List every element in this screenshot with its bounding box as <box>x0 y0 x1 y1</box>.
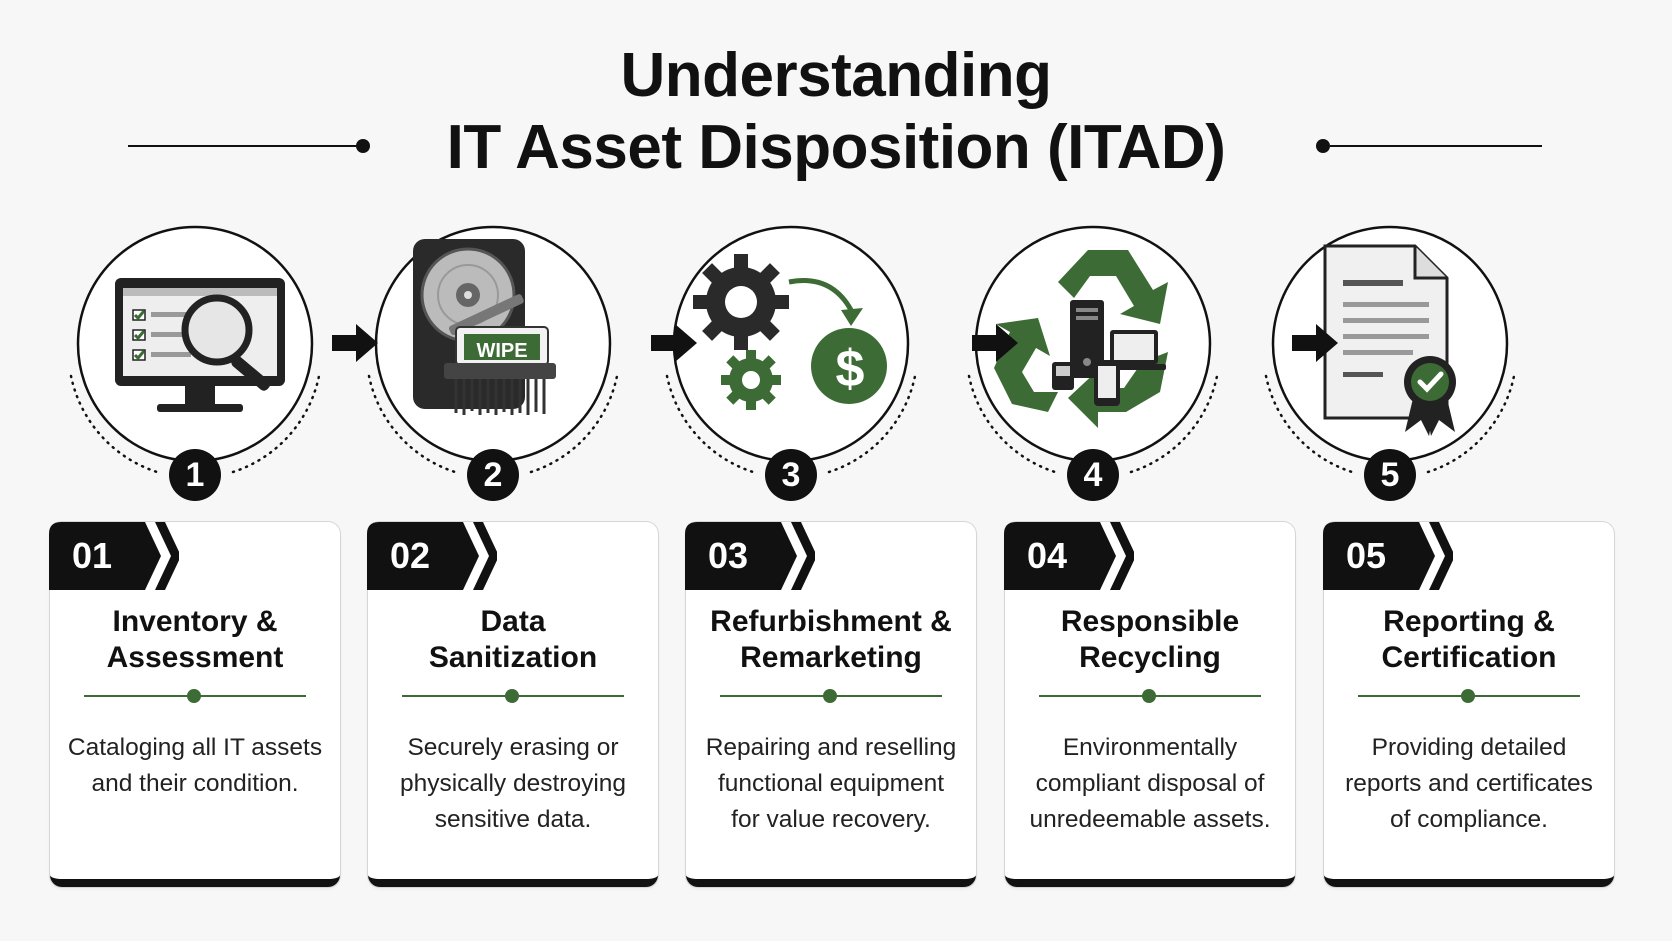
title-rule-right <box>1330 145 1542 147</box>
step-number-badge: 5 <box>1364 449 1416 501</box>
hard-drive-wipe-shredder-icon <box>413 239 556 415</box>
wipe-label: WIPE <box>476 340 528 362</box>
title-rule-right-dot <box>1316 139 1330 153</box>
step-code-tab <box>367 522 497 590</box>
step-code: 02 <box>390 535 431 576</box>
gears-dollar-icon <box>693 254 887 410</box>
title-rule-left <box>128 145 356 147</box>
title-rule-left-dot <box>356 139 370 153</box>
step-code-tab <box>1323 522 1453 590</box>
step-5: 5 <box>1260 222 1520 502</box>
card-divider-dot <box>823 689 837 703</box>
page-title-line-2: IT Asset Disposition (ITAD) <box>446 113 1226 182</box>
step-code-tab <box>685 522 815 590</box>
step-code-tab <box>49 522 179 590</box>
step-card-3: 03 Refurbishment & Remarketing Repairing… <box>685 522 976 887</box>
arrow-right-icon <box>1292 324 1338 362</box>
card-divider-dot <box>1142 689 1156 703</box>
step-title: Data Sanitization <box>428 605 598 674</box>
step-code: 01 <box>72 535 113 576</box>
certificate-document-icon <box>1323 244 1456 436</box>
step-number-badge: 1 <box>169 449 221 501</box>
step-code-tab <box>1004 522 1134 590</box>
step-description: Securely erasing or physically destroyin… <box>399 734 627 833</box>
step-1: 1 <box>65 222 325 502</box>
arrow-right-icon <box>972 324 1018 362</box>
step-title: Refurbishment & Remarketing <box>710 605 952 674</box>
step-number-badge: 3 <box>765 449 817 501</box>
step-title: Inventory & Assessment <box>106 605 284 674</box>
card-divider-dot <box>505 689 519 703</box>
step-number-badge: 4 <box>1067 449 1119 501</box>
step-card-5: 05 Reporting & Certification Providing d… <box>1323 522 1614 887</box>
step-number-badge: 2 <box>467 449 519 501</box>
arrow-right-icon <box>651 324 697 362</box>
step-4: 4 <box>963 222 1223 502</box>
step-card-2: 02 Data Sanitization Securely erasing or… <box>367 522 658 887</box>
step-description: Providing detailed reports and certifica… <box>1345 734 1593 833</box>
step-code: 05 <box>1346 535 1387 576</box>
step-description: Environmentally compliant disposal of un… <box>1029 734 1271 833</box>
card-divider-dot <box>1461 689 1475 703</box>
arrow-right-icon <box>332 324 378 362</box>
step-code: 03 <box>708 535 749 576</box>
step-title: Responsible Recycling <box>1060 605 1240 674</box>
card-divider-dot <box>187 689 201 703</box>
step-description: Cataloging all IT assets and their condi… <box>67 734 323 797</box>
step-card-1: 01 Inventory & Assessment Cataloging all… <box>49 522 340 887</box>
step-title: Reporting & Certification <box>1381 605 1557 674</box>
step-card-4: 04 Responsible Recycling Environmentally… <box>1004 522 1295 887</box>
step-2: WIPE 2 <box>363 222 623 502</box>
step-3: $ 3 <box>661 222 921 502</box>
dollar-sign: $ <box>835 340 865 398</box>
step-code: 04 <box>1027 535 1068 576</box>
page-title-line-1: Understanding <box>620 41 1052 110</box>
step-description: Repairing and reselling functional equip… <box>705 734 957 833</box>
recycle-devices-icon <box>994 250 1168 428</box>
monitor-magnifier-checklist-icon <box>115 278 285 412</box>
